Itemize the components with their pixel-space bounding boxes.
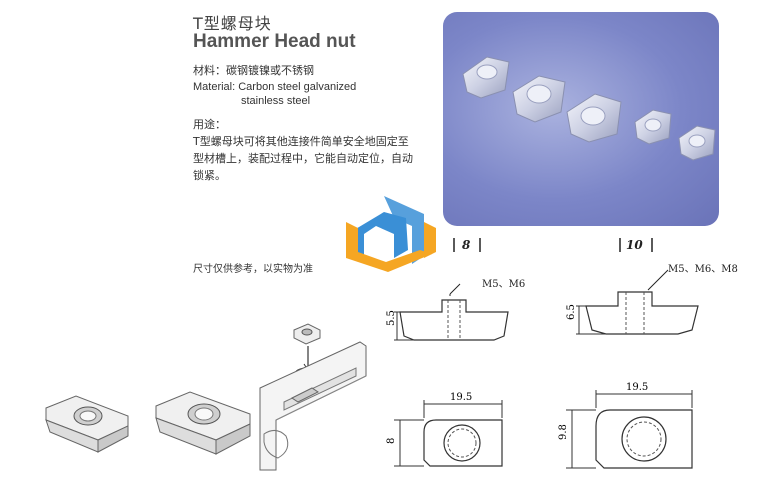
nut-photo-4 — [634, 109, 672, 145]
series-10-frame — [619, 238, 653, 252]
drawing-10-height-dim: 6.5 — [566, 304, 577, 320]
drawing-10-side-view: 6.5 — [566, 269, 699, 335]
drawing-10-width-dim: 19.5 — [626, 382, 648, 393]
brand-logo — [346, 196, 436, 272]
usage-text: T型螺母块可将其他连接件简单安全地固定至型材槽上，装配过程中，它能自动定位，自动… — [193, 135, 413, 182]
drawing-10-depth-dim: 9.8 — [558, 424, 569, 440]
drawing-8-depth-dim: 8 — [386, 438, 397, 444]
series-8-frame — [453, 238, 481, 252]
series-10-label: 10 — [626, 238, 643, 252]
drawing-8-side-view: 5.5 — [386, 283, 509, 341]
drawing-8-width-dim: 19.5 — [450, 392, 472, 403]
product-photo — [443, 12, 719, 226]
title-chinese: T型螺母块 — [193, 14, 272, 33]
profile-assembly-illustration — [259, 323, 367, 471]
nut-isometric-large — [155, 391, 251, 455]
nut-photo-3 — [566, 93, 622, 143]
drawing-8-top-view: 19.5 8 — [386, 392, 503, 467]
nut-photo-1 — [462, 56, 510, 99]
drawing-8-thread-label: M5、M6 — [482, 279, 526, 290]
material-chinese: 材料：碳钢镀镍或不锈钢 — [193, 64, 314, 77]
nut-photo-2 — [512, 75, 566, 123]
drawing-10-thread-label: M5、M6、M8 — [668, 264, 738, 275]
title-english: Hammer Head nut — [193, 31, 356, 52]
nut-photo-5 — [678, 125, 716, 161]
nut-isometric-small — [45, 395, 129, 453]
material-english-line1: Material: Carbon steel galvanized — [193, 81, 357, 93]
series-8-label: 8 — [462, 238, 471, 252]
size-disclaimer: 尺寸仅供参考，以实物为准 — [193, 264, 313, 275]
usage-label: 用途： — [193, 118, 226, 131]
drawing-8-height-dim: 5.5 — [386, 310, 397, 326]
material-english-line2: stainless steel — [241, 95, 311, 107]
drawing-10-top-view: 19.5 9.8 — [558, 382, 693, 469]
